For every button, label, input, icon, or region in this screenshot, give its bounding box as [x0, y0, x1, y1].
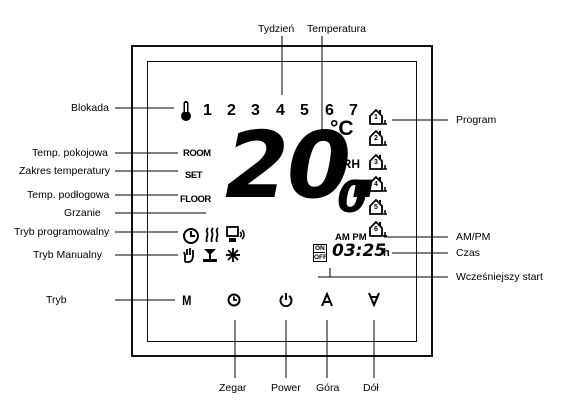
program-house-icon-2: 2 — [368, 129, 388, 147]
label-week: Tydzień — [258, 23, 295, 35]
program-number: 3 — [374, 159, 378, 166]
label-ampm: AM/PM — [456, 231, 491, 243]
program-number: 2 — [374, 135, 378, 142]
time-suffix: h — [383, 247, 390, 259]
off-indicator: OFF — [314, 253, 327, 261]
set-indicator: SET — [185, 170, 202, 181]
program-number: 6 — [374, 226, 378, 233]
label-floor-temp: Temp. podłogowa — [27, 189, 110, 201]
label-mode: Tryb — [46, 294, 67, 306]
program-house-icon-6: 6 — [368, 220, 388, 238]
label-early-start: Wcześniejszy start — [456, 271, 543, 283]
label-temperature: Temperatura — [307, 23, 366, 35]
program-number: 4 — [374, 181, 378, 188]
program-number: 5 — [374, 204, 378, 211]
program-number: 1 — [374, 114, 378, 121]
temperature-decimal: 0 — [337, 172, 368, 223]
clock-time: 03:25 — [332, 241, 387, 261]
up-button[interactable] — [320, 292, 334, 307]
humidity-indicator: %RH — [332, 157, 361, 171]
label-time: Czas — [456, 247, 480, 259]
power-button[interactable] — [279, 292, 293, 307]
label-lock: Blokada — [71, 102, 109, 114]
day-4: 4 — [276, 102, 285, 119]
label-manual-mode: Tryb Manualny — [33, 249, 103, 261]
label-program: Program — [456, 114, 497, 126]
heating-icon — [205, 227, 219, 243]
day-6: 6 — [325, 102, 334, 119]
manual-hand-icon — [183, 248, 194, 263]
clock-mode-icon — [183, 228, 199, 244]
label-temp-range: Zakres temperatury — [19, 165, 111, 177]
program-house-icon-4: 4 — [368, 175, 388, 193]
label-clock: Zegar — [219, 382, 247, 394]
program-house-icon-3: 3 — [368, 153, 388, 171]
program-house-icon-5: 5 — [368, 198, 388, 216]
frost-icon — [226, 248, 240, 262]
floor-indicator: FLOOR — [180, 194, 211, 205]
room-indicator: ROOM — [183, 148, 211, 159]
holiday-icon — [203, 249, 217, 262]
lock-icon — [181, 101, 191, 121]
label-power: Power — [271, 382, 301, 394]
label-room-temp: Temp. pokojowa — [32, 147, 108, 159]
day-1: 1 — [203, 102, 212, 119]
day-5: 5 — [300, 102, 309, 119]
label-down: Dół — [363, 382, 379, 394]
label-programmable-mode: Tryb programowalny — [14, 226, 110, 238]
day-2: 2 — [227, 102, 236, 119]
down-button[interactable] — [367, 292, 381, 307]
day-3: 3 — [251, 102, 260, 119]
label-heating: Grzanie — [64, 207, 101, 219]
early-start-icon — [226, 226, 245, 242]
temperature-main: 20. — [225, 112, 384, 219]
day-7: 7 — [349, 102, 358, 119]
clock-button[interactable] — [227, 293, 241, 307]
celsius-unit: °C — [330, 117, 354, 140]
program-house-icon-1: 1 — [368, 108, 388, 126]
label-up: Góra — [316, 382, 340, 394]
mode-button[interactable]: M — [182, 292, 192, 308]
on-indicator: ON — [315, 245, 325, 252]
ampm-indicator: AM PM — [335, 232, 367, 243]
on-off-box: ON OFF — [313, 244, 327, 262]
